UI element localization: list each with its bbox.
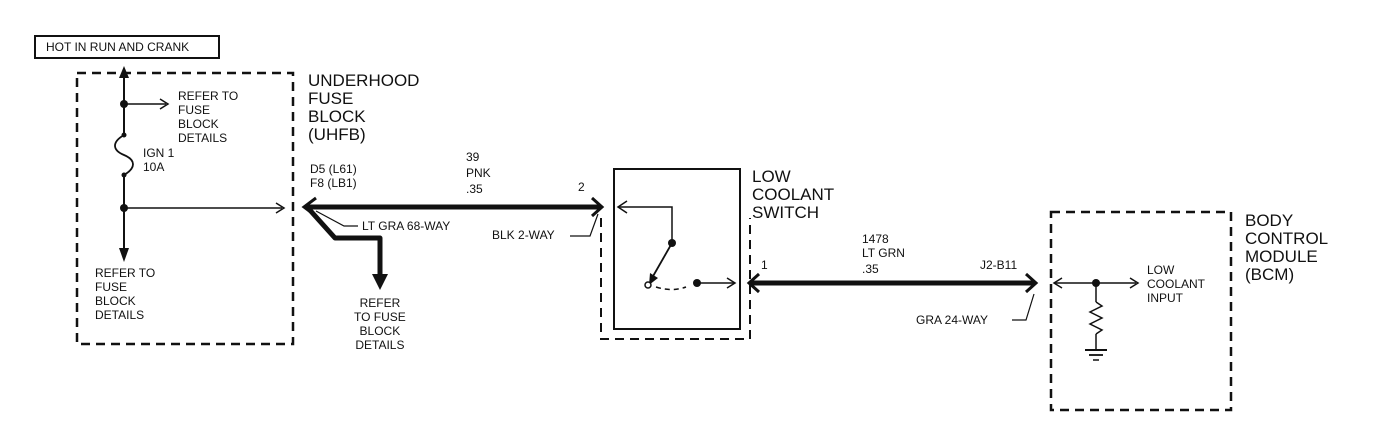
fuse-label: IGN 1 10A	[143, 146, 175, 175]
wire-39-gauge: .35	[466, 182, 483, 196]
wire-39-color: PNK	[466, 166, 491, 180]
fuse-terminal-bottom	[121, 172, 127, 178]
switch-connector-label: BLK 2-WAY	[492, 228, 555, 242]
arrow-right-icon	[275, 202, 286, 214]
refer-bottom-label: REFER TO FUSE BLOCK DETAILS	[95, 266, 156, 323]
uhfb-title: UNDERHOOD FUSE BLOCK (UHFB)	[308, 71, 420, 144]
switch-pin-in: 2	[578, 180, 585, 194]
uhfb-terminal-label: D5 (L61) F8 (LB1)	[310, 162, 357, 191]
fuse-terminal-top	[121, 132, 127, 138]
switch-blade-arrow-icon	[649, 273, 658, 285]
bcm-connector-label: GRA 24-WAY	[916, 313, 989, 327]
arrow-right-icon	[1129, 277, 1140, 289]
arrow-up-icon	[119, 66, 129, 78]
fuse-icon	[114, 134, 134, 176]
resistor-icon	[1088, 301, 1104, 335]
arrow-right-icon	[726, 277, 737, 289]
splice-branch	[306, 206, 383, 282]
switch-title: LOW COOLANT SWITCH	[752, 167, 835, 222]
leader-line	[570, 213, 599, 237]
bcm-input-label: LOW COOLANT INPUT	[1147, 263, 1206, 306]
switch-housing-dashed	[600, 218, 751, 340]
bcm-outline	[1049, 210, 1233, 412]
switch-contact-arc	[655, 286, 687, 291]
leader-line	[1012, 293, 1035, 321]
refer-splice-label: REFER TO FUSE BLOCK DETAILS	[354, 296, 406, 353]
connector-switch-out-icon	[746, 272, 761, 294]
wire-1478-gauge: .35	[862, 262, 879, 276]
arrow-right-icon	[159, 98, 170, 110]
bcm-title: BODY CONTROL MODULE (BCM)	[1245, 211, 1329, 284]
header-tag: HOT IN RUN AND CRANK	[34, 35, 220, 59]
switch-input-line	[618, 206, 673, 243]
uhfb-connector-label: LT GRA 68-WAY	[362, 219, 451, 233]
switch-blade	[651, 242, 673, 279]
switch-body	[613, 168, 741, 330]
connector-bcm-icon	[1024, 272, 1039, 294]
arrow-down-icon	[119, 248, 129, 262]
bcm-pin-label: J2-B11	[980, 258, 1018, 272]
uhfb-outline	[75, 71, 295, 346]
switch-contact-open	[644, 281, 652, 289]
leader-line	[315, 210, 358, 227]
switch-pin-out: 1	[761, 258, 768, 272]
refer-top-label: REFER TO FUSE BLOCK DETAILS	[178, 89, 239, 146]
wire-39-circuit: 39	[466, 150, 480, 164]
connector-switch-in-icon	[590, 196, 605, 218]
arrow-down-icon	[372, 274, 388, 290]
wire-1478-circuit: 1478	[862, 232, 889, 246]
wire-1478-color: LT GRN	[862, 246, 905, 260]
